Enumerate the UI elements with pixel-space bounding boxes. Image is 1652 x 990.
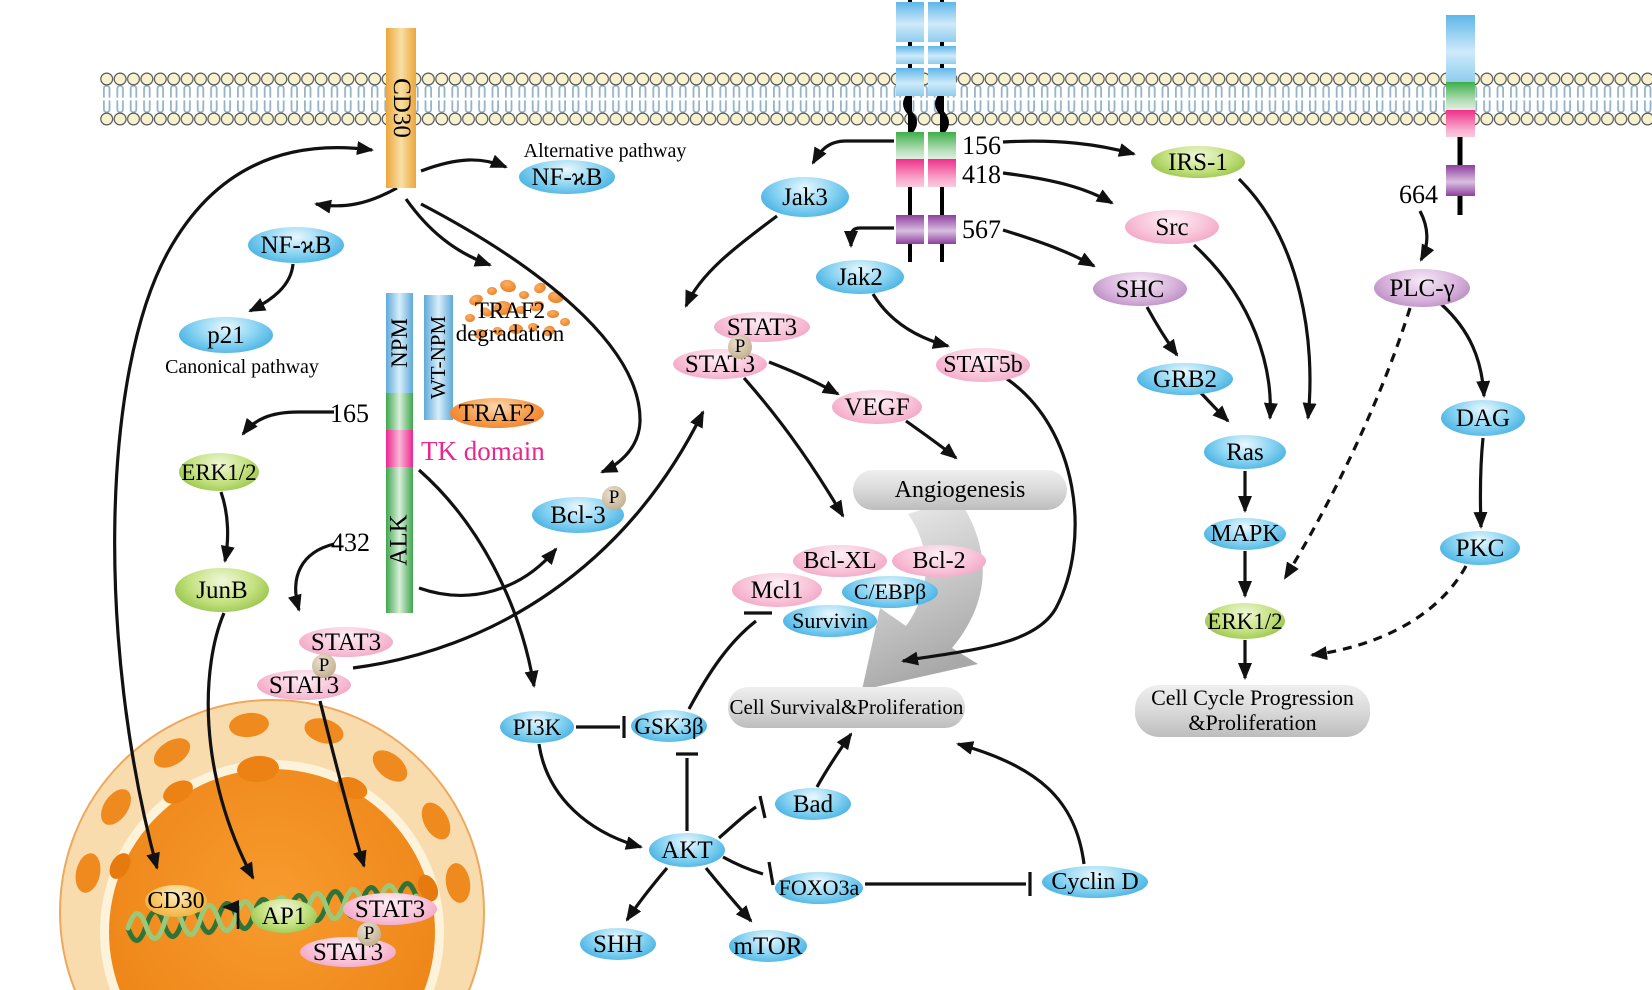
node-mapk: MAPK [1204,518,1286,550]
receptor-567-box [896,215,924,244]
receptor-418-box [896,159,924,187]
node-jak2: Jak2 [816,260,904,294]
alk-domain-label: ALK [385,514,413,566]
node-ras: Ras [1204,435,1286,469]
node-src: Src [1125,210,1219,244]
traf2-degradation-line2: degradation [455,321,565,346]
receptor-156-box [928,132,956,159]
node-vegf: VEGF [832,390,922,424]
npm-domain-label: NPM [386,318,412,368]
traf2-degradation-line1: TRAF2 [474,298,546,323]
traf2-degradation-label: TRAF2 degradation [430,299,590,345]
right-receptor-ecd [1446,15,1475,82]
node-erk12-left: ERK1/2 [179,453,259,491]
node-bad: Bad [775,788,851,820]
residue-165-label: 165 [330,399,369,428]
node-stat3-nuc-top: STAT3 [343,893,437,925]
phospho-badge-bcl3: P [602,486,626,510]
wt-npm-bar: WT-NPM [424,295,453,420]
node-pi3k: PI3K [500,711,574,743]
node-ap1: AP1 [251,899,317,933]
receptor-156-box [896,132,924,159]
right-receptor-tm-pink [1446,110,1475,137]
receptor-567-box [928,215,956,244]
cd30-receptor-bar: CD30 [386,28,416,188]
cell-cycle-line1: Cell Cycle Progression [1151,685,1354,711]
cd30-receptor-label: CD30 [388,78,416,138]
tk-domain-label: TK domain [421,436,545,466]
node-stat3-cyto-bottom: STAT3 [257,670,351,700]
tk-domain-segment [386,430,413,467]
signal-arrows [113,139,1491,929]
receptor-ecd-box [896,2,924,42]
node-stat3-mid-bottom: STAT3 [673,349,767,379]
node-cebpb: C/EBPβ [842,576,938,608]
cell-cycle-line2: &Proliferation [1188,710,1317,735]
node-junb: JunB [175,568,269,612]
receptor-tm-box [928,68,956,96]
alternative-pathway-label: Alternative pathway [523,140,687,162]
node-nfkb-canonical: NF-ϰB [248,227,344,263]
node-pkc: PKC [1440,531,1520,565]
node-traf2: TRAF2 [450,398,544,428]
traf2-degradation-blobs [465,279,570,339]
receptor-ecd-box [896,46,924,64]
node-plc-gamma: PLC-γ [1374,269,1470,307]
node-shc: SHC [1093,272,1187,306]
angiogenesis-box: Angiogenesis [853,470,1067,510]
receptor-418-box [928,159,956,187]
node-stat5b: STAT5b [936,348,1030,382]
residue-664-label: 664 [1399,180,1438,209]
cell-cycle-box: Cell Cycle Progression &Proliferation [1135,685,1370,737]
residue-567-label: 567 [962,215,1001,244]
right-receptor-664-box [1446,165,1475,196]
node-nfkb-alternative: NF-ϰB [519,160,615,194]
residue-156-label: 156 [962,131,1001,160]
node-jak3: Jak3 [761,177,849,217]
node-survivin: Survivin [783,605,877,637]
node-bclxl: Bcl-XL [793,545,887,577]
node-stat3-mid-top: STAT3 [714,312,810,342]
alk-upper-segment [386,393,413,430]
node-akt: AKT [649,833,725,867]
node-foxo3a: FOXO3a [775,872,863,904]
node-irs1: IRS-1 [1151,146,1245,178]
node-stat3-cyto-top: STAT3 [299,627,393,657]
node-mcl1: Mcl1 [732,573,822,607]
node-erk12-right: ERK1/2 [1205,603,1285,639]
right-receptor-tm-green [1446,82,1475,110]
node-grb2: GRB2 [1137,363,1233,395]
receptor-ecd-box [928,2,956,42]
node-gsk3b: GSK3β [631,710,707,742]
canonical-pathway-label: Canonical pathway [165,356,319,378]
phospho-badge-cyto: P [312,654,336,678]
npm-domain-bar: NPM [386,293,413,393]
node-cd30-gene: CD30 [145,885,207,917]
node-cyclin-d: Cyclin D [1042,866,1148,898]
node-p21: p21 [179,317,273,353]
receptor-tm-box [896,68,924,96]
node-shh: SHH [580,928,656,960]
alk-domain-bar: ALK [386,467,413,613]
node-mtor: mTOR [729,930,807,962]
nucleus [59,699,485,990]
node-bcl2: Bcl-2 [892,545,986,577]
residue-432-label: 432 [331,528,370,557]
node-dag: DAG [1441,400,1525,436]
node-stat3-nuc-bottom: STAT3 [300,937,396,967]
residue-418-label: 418 [962,160,1001,189]
phospho-badge-nuc: P [357,922,381,946]
cell-membrane [100,72,1652,126]
receptor-ecd-box [928,46,956,64]
cell-survival-box: Cell Survival&Proliferation [728,687,965,728]
phospho-badge-mid: P [728,335,752,359]
